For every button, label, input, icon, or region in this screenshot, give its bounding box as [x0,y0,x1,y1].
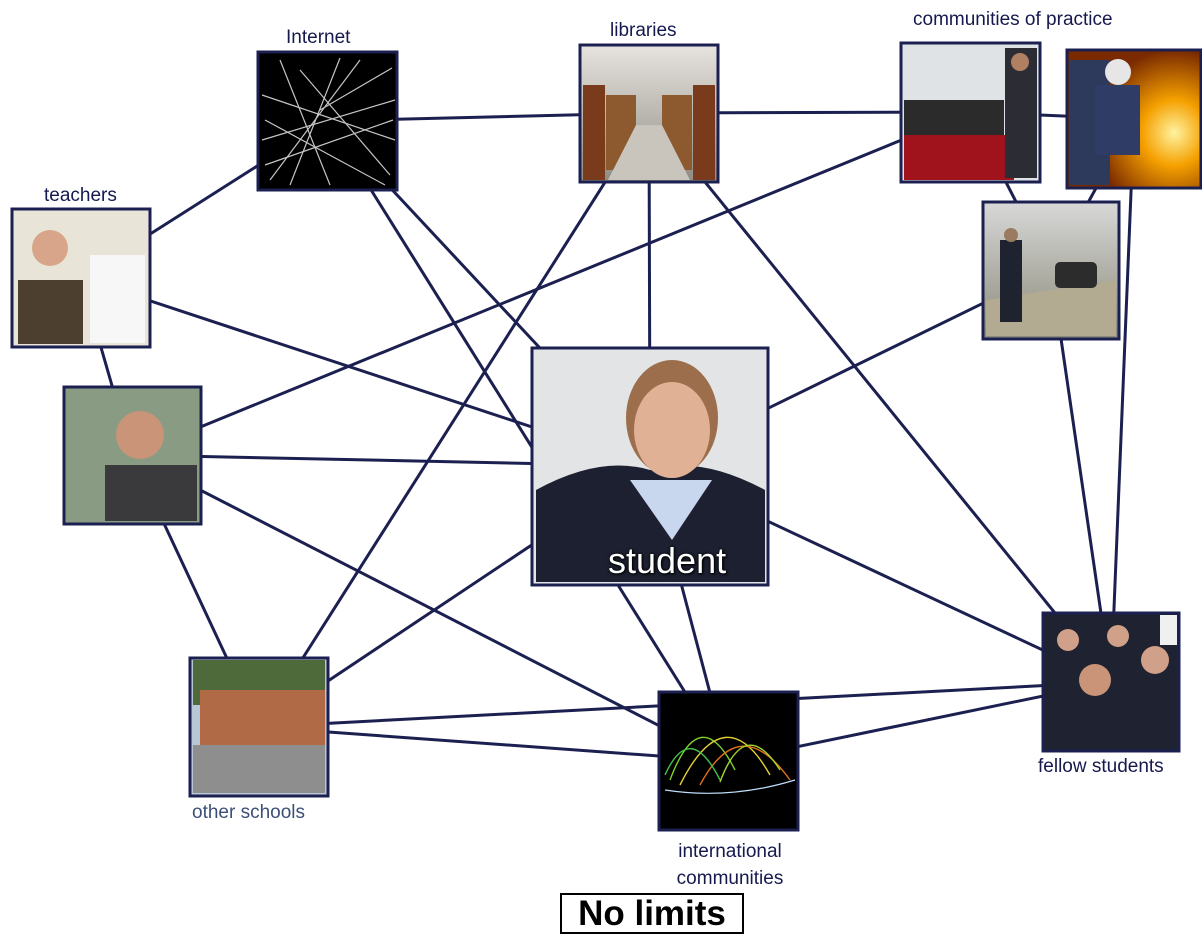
internet-label: Internet [286,27,351,48]
edge-libraries-other_schools [257,112,651,728]
edge-cop2-fellow [1109,118,1136,683]
edge-teacher2-international [131,453,729,763]
libraries-label: libraries [610,20,677,41]
libraries-node [578,43,720,184]
international-communities-label: international communities [676,841,784,889]
teachers-node [10,207,152,349]
international-communities-node [657,690,800,832]
edge-other_schools-international [258,725,729,763]
fellow-students-node [1041,611,1181,753]
roadside-node [981,200,1121,341]
edge-cop1-teacher2 [131,110,971,457]
internet-node [256,50,399,192]
no-limits-caption: No limits [560,893,744,934]
communities-of-practice-node [899,41,1042,184]
student-caption: student [608,540,727,581]
fellow-students-label: fellow students [1038,756,1164,777]
communities-of-practice-label: communities of practice [913,9,1113,30]
firefighter-node [1065,48,1202,190]
edge-internet-international [326,120,730,762]
other-schools-node [188,656,330,798]
student-node [530,346,770,587]
man-profile-node [62,385,203,526]
teachers-label: teachers [44,185,117,206]
other-schools-label: other schools [192,802,306,823]
edge-libraries-fellow [647,112,1113,683]
